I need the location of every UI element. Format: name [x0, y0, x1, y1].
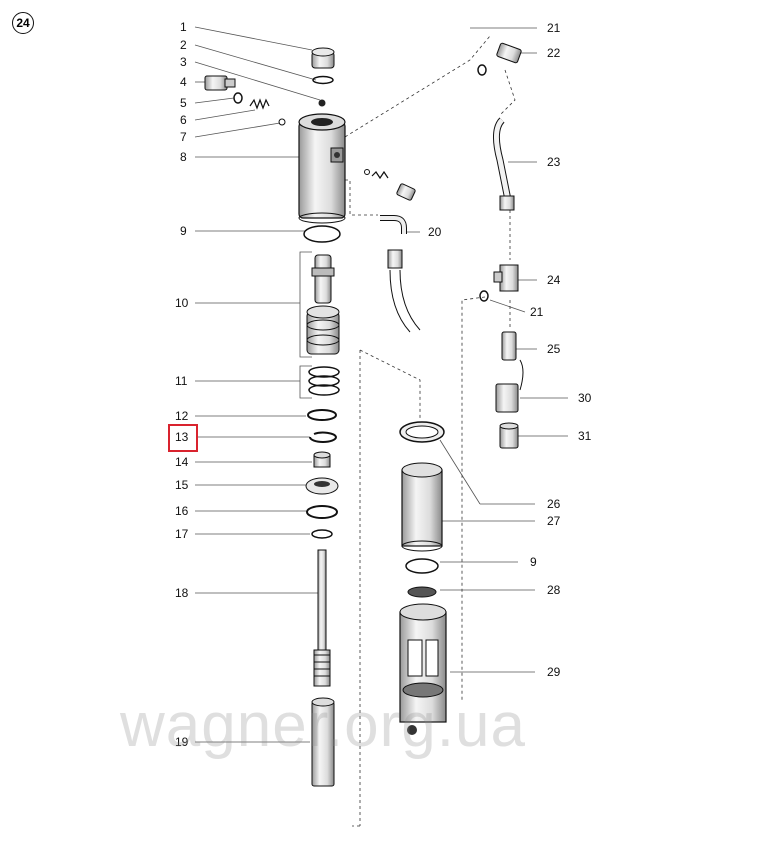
- callout-21: 21: [547, 21, 561, 35]
- callout-22: 22: [547, 46, 561, 60]
- callout-15: 15: [175, 478, 189, 492]
- part-3-ball: [318, 99, 326, 107]
- callout-14: 14: [175, 455, 189, 469]
- highlight-box: [168, 424, 198, 452]
- part-23-tube: [493, 117, 515, 211]
- dashed-assembly-lines: [339, 35, 516, 827]
- part-16-ring: [306, 505, 338, 519]
- part-21-oring: [477, 64, 487, 76]
- part-9-oring-right: [405, 558, 439, 574]
- callout-19: 19: [175, 735, 189, 749]
- part-29-housing: [399, 603, 447, 735]
- callout-2: 2: [180, 38, 187, 52]
- callout-6: 6: [180, 113, 187, 127]
- part-12-ring: [307, 409, 337, 421]
- part-27-cylinder: [401, 462, 443, 552]
- part-19-sleeve: [311, 697, 335, 787]
- part-20-elbow-hose: [380, 215, 421, 333]
- callout-18: 18: [175, 586, 189, 600]
- part-5-oring: [233, 92, 243, 104]
- callout-28: 28: [547, 583, 561, 597]
- part-21-oring-lower: [479, 290, 489, 302]
- callout-7: 7: [180, 130, 187, 144]
- part-4-fitting: [204, 75, 236, 91]
- part-25-fitting: [501, 331, 524, 391]
- callout-10: 10: [175, 296, 189, 310]
- callout-9: 9: [180, 224, 187, 238]
- callout-5: 5: [180, 96, 187, 110]
- callout-12: 12: [175, 409, 189, 423]
- callout-24: 24: [547, 273, 561, 287]
- part-2-oring: [312, 75, 334, 85]
- callout-31: 31: [578, 429, 592, 443]
- part-30-sensor: [495, 383, 519, 413]
- callout-8: 8: [180, 150, 187, 164]
- callout-21-lower: 21: [530, 305, 544, 319]
- leader-lines-left: [194, 26, 321, 743]
- part-7-ball: [278, 118, 286, 126]
- callout-30: 30: [578, 391, 592, 405]
- part-22-fitting: [496, 42, 522, 64]
- watermark: wagner.org.ua: [120, 691, 526, 760]
- callout-25: 25: [547, 342, 561, 356]
- part-1-cap: [311, 47, 335, 69]
- callout-16: 16: [175, 504, 189, 518]
- part-17-oring: [311, 529, 333, 539]
- part-26-ring: [399, 421, 445, 443]
- part-31-plug: [499, 422, 519, 449]
- callout-27: 27: [547, 514, 561, 528]
- callout-11: 11: [175, 374, 188, 388]
- callout-9-right: 9: [530, 555, 537, 569]
- body-side-parts: [364, 169, 416, 201]
- page-number-badge: 24: [12, 12, 34, 34]
- callout-4: 4: [180, 75, 187, 89]
- callout-13: 13: [175, 430, 189, 444]
- bracket-lines: [299, 251, 312, 399]
- part-28-ring: [407, 586, 437, 598]
- callout-3: 3: [180, 55, 187, 69]
- callout-23: 23: [547, 155, 561, 169]
- part-6-spring: [249, 98, 270, 110]
- part-10-valve: [306, 254, 340, 355]
- leader-lines-right: [402, 27, 568, 673]
- part-13-circlip: [309, 431, 338, 443]
- part-8-body: [298, 113, 346, 224]
- callout-26: 26: [547, 497, 561, 511]
- part-9-oring: [303, 225, 341, 243]
- callout-1: 1: [180, 20, 187, 34]
- callout-29: 29: [547, 665, 561, 679]
- part-18-rod: [313, 549, 331, 687]
- callout-20: 20: [428, 225, 442, 239]
- part-11-packing: [308, 366, 340, 396]
- callout-17: 17: [175, 527, 189, 541]
- part-24-tee: [493, 264, 519, 292]
- part-15-seal: [305, 477, 339, 495]
- part-14-nut: [313, 451, 331, 468]
